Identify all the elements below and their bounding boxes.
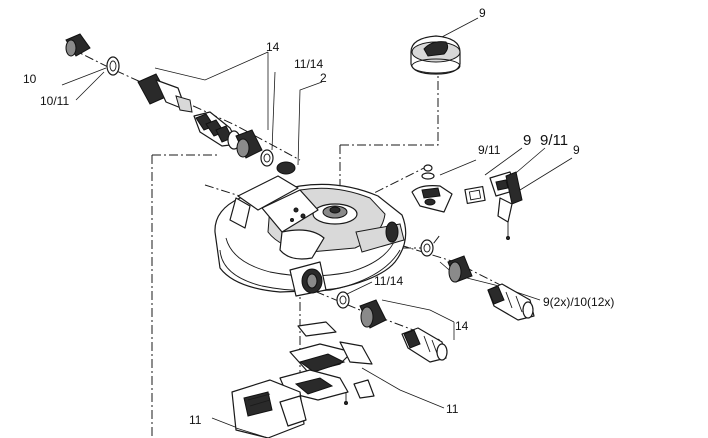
label-11-right: 11 bbox=[446, 402, 459, 416]
internal-frame bbox=[279, 321, 375, 405]
left-seal-ring bbox=[106, 56, 120, 76]
upper-seal-ring bbox=[260, 149, 274, 167]
label-9-top: 9 bbox=[479, 6, 486, 20]
label-11-bottom: 11 bbox=[189, 413, 202, 427]
callout-labels: 9 14 11/14 2 10 10/11 9/11 9 9/11 9 11/1… bbox=[23, 6, 614, 427]
label-9-large: 9 bbox=[523, 132, 531, 149]
switch-lever bbox=[497, 171, 523, 240]
label-2: 2 bbox=[320, 71, 327, 85]
lower-union-nut bbox=[359, 299, 387, 329]
right-union-nut bbox=[447, 255, 473, 283]
upper-hose-tail bbox=[137, 73, 193, 113]
filter-base-housing bbox=[214, 161, 407, 297]
switch-gasket bbox=[464, 185, 486, 205]
label-10-11: 10/11 bbox=[40, 94, 69, 108]
lower-seal-ring bbox=[336, 291, 350, 309]
label-9-11-large: 9/11 bbox=[540, 132, 568, 149]
leader-lines bbox=[61, 17, 573, 433]
label-14-mid: 14 bbox=[455, 319, 469, 333]
upper-union-nut bbox=[235, 129, 263, 159]
label-11-14-top: 11/14 bbox=[294, 57, 323, 71]
switch-assembly bbox=[411, 164, 453, 213]
control-knob bbox=[410, 35, 461, 75]
label-11-14-mid: 11/14 bbox=[374, 274, 403, 288]
label-14-top: 14 bbox=[266, 40, 280, 54]
label-9-11-small: 9/11 bbox=[478, 143, 501, 157]
lower-hose-tail bbox=[401, 327, 448, 363]
upper-stepped-adaptor bbox=[193, 111, 241, 150]
filter-insert bbox=[231, 379, 307, 438]
label-9-2x-10-12x: 9(2x)/10(12x) bbox=[543, 295, 614, 309]
label-9-right: 9 bbox=[573, 143, 580, 157]
right-hose-tail bbox=[487, 283, 535, 321]
left-nut bbox=[65, 33, 91, 57]
right-seal-ring bbox=[420, 239, 434, 257]
label-10: 10 bbox=[23, 72, 37, 86]
